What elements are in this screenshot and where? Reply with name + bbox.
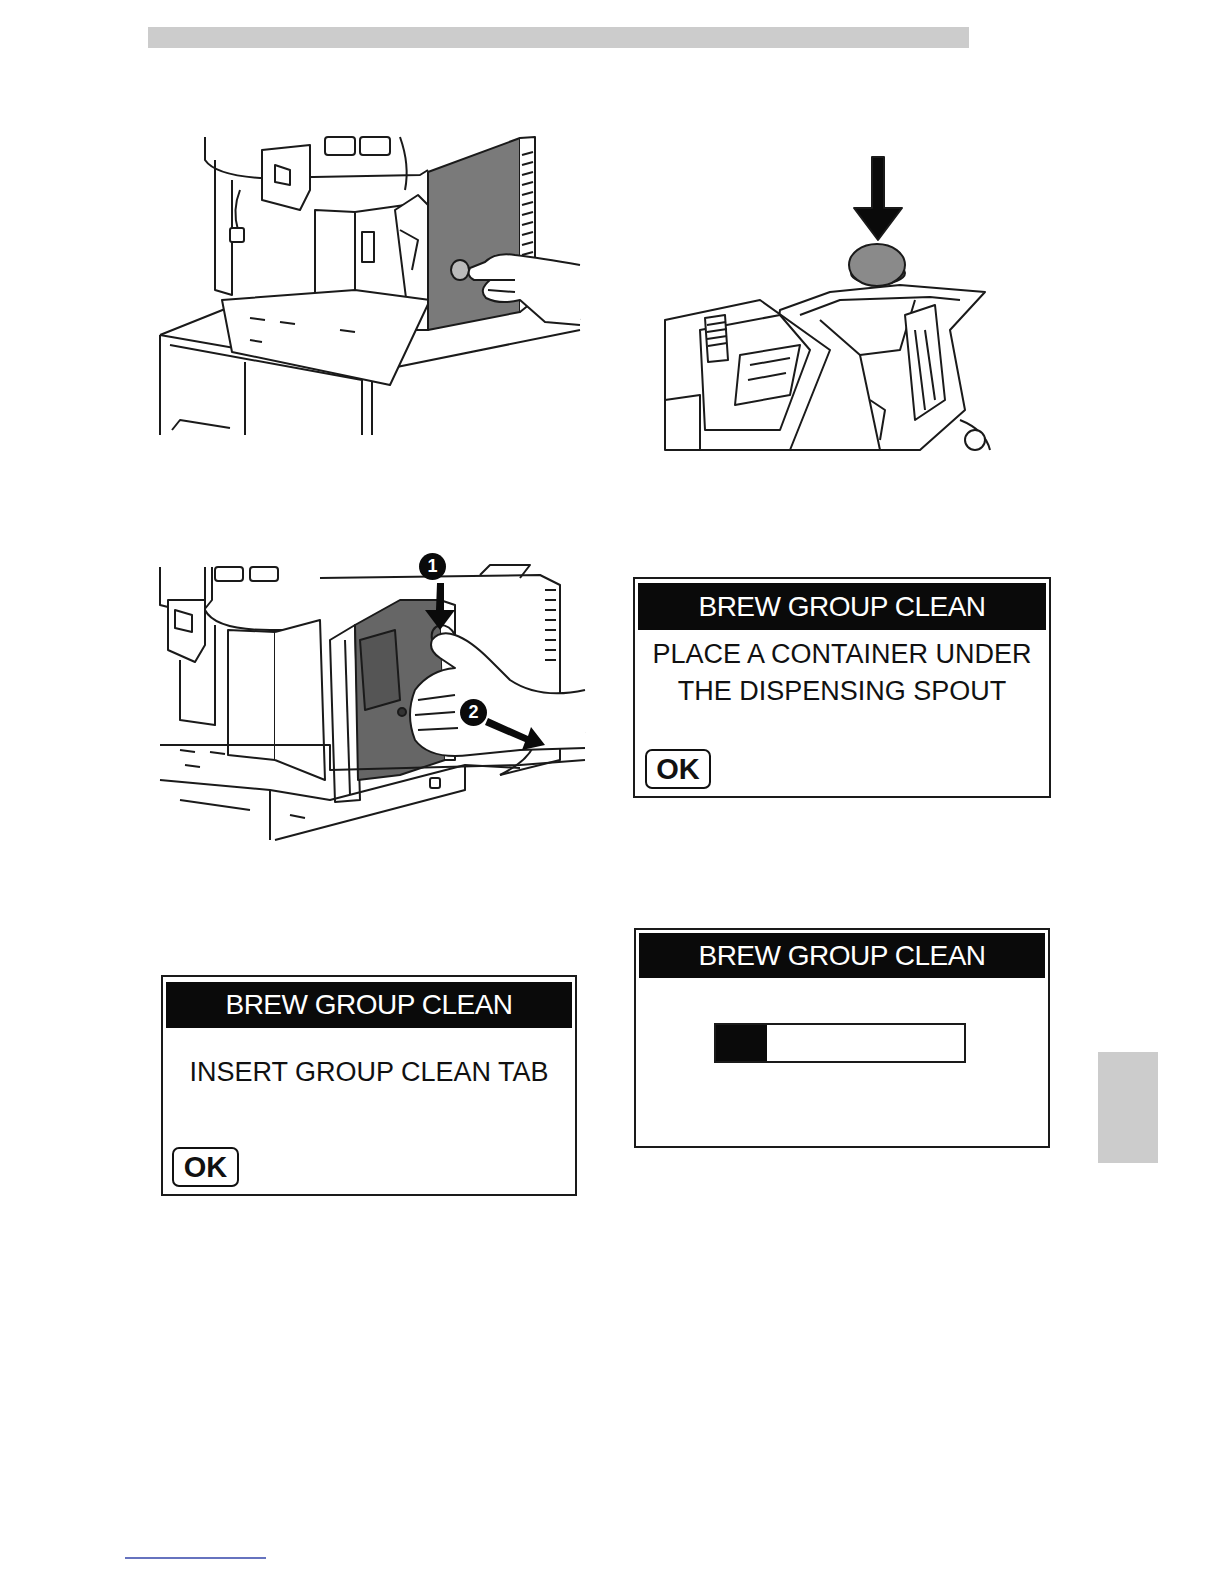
lcd-screen: BREW GROUP CLEAN bbox=[634, 928, 1050, 1148]
lcd-screen: INSERT GROUP CLEAN TAB BREW GROUP CLEAN OK bbox=[161, 975, 577, 1196]
button-label: OK bbox=[184, 1151, 228, 1184]
motion-arrows bbox=[425, 583, 545, 750]
screen-title: BREW GROUP CLEAN bbox=[225, 989, 512, 1021]
screen-title-band: BREW GROUP CLEAN bbox=[638, 583, 1046, 630]
group-remove-illustration bbox=[160, 565, 585, 840]
side-tab bbox=[1098, 1052, 1158, 1163]
tab-insert-illustration bbox=[665, 157, 990, 450]
callout-number: 1 bbox=[419, 553, 446, 580]
screen-title: BREW GROUP CLEAN bbox=[698, 940, 985, 972]
progress-bar bbox=[715, 1024, 965, 1062]
lcd-screen: PLACE A CONTAINER UNDER THE DISPENSING S… bbox=[633, 577, 1051, 798]
footer-line bbox=[125, 1557, 266, 1559]
machine-key-illustration bbox=[160, 137, 580, 435]
ok-button: OK bbox=[172, 1147, 239, 1187]
screen-message: INSERT GROUP CLEAN TAB bbox=[173, 1054, 565, 1091]
screen-title-band: BREW GROUP CLEAN bbox=[639, 933, 1045, 978]
button-label: OK bbox=[656, 753, 700, 786]
ok-button: OK bbox=[645, 749, 711, 789]
callout-number: 2 bbox=[460, 699, 487, 726]
screen-message: PLACE A CONTAINER UNDER THE DISPENSING S… bbox=[645, 636, 1039, 710]
screen-title: BREW GROUP CLEAN bbox=[698, 591, 985, 623]
header-bar bbox=[148, 27, 969, 48]
screen-title-band: BREW GROUP CLEAN bbox=[166, 982, 572, 1028]
